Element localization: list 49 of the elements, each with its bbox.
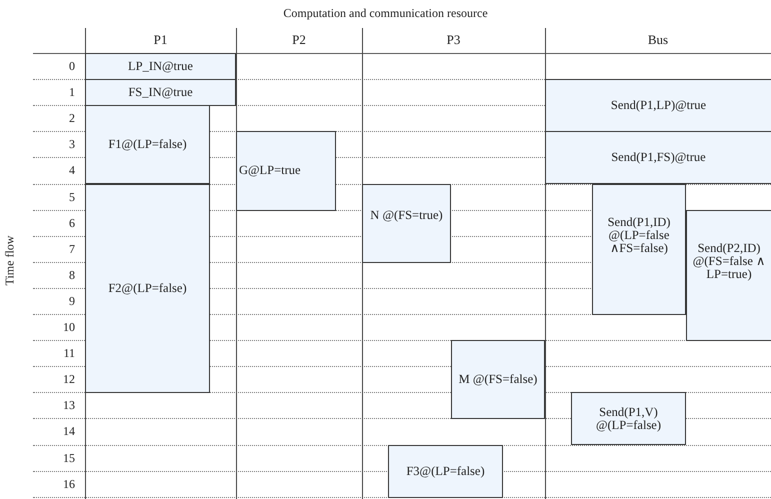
row-number: 2 (68, 110, 75, 128)
task-box (85, 79, 236, 106)
row-number: 7 (68, 240, 75, 258)
task-label: Send(P1,LP)@true (610, 99, 706, 112)
task-box (545, 131, 771, 184)
row-number: 5 (68, 188, 75, 206)
row-number: 15 (62, 450, 75, 466)
task-box (592, 184, 686, 315)
row-number: 10 (62, 319, 75, 336)
task-label: Send(P2,ID) @(FS=false ∧ LP=true) (692, 242, 766, 281)
task-label: Send(P1,V) @(LP=false) (594, 406, 662, 432)
column-header: Bus (646, 32, 670, 48)
task-box (545, 79, 771, 132)
task-label: LP_IN@true (128, 60, 193, 74)
row-number: 4 (68, 162, 75, 180)
column-header: P2 (291, 32, 307, 48)
task-box (362, 184, 451, 263)
row-number: 16 (62, 476, 75, 493)
task-box (686, 210, 771, 342)
task-box (451, 340, 545, 420)
task-label: F3@(LP=false) (406, 464, 485, 478)
task-label: M @(FS=false) (458, 373, 538, 386)
task-label: Send(P1,ID) @(LP=false ∧FS=false) (606, 216, 672, 255)
task-label: F2@(LP=false) (108, 282, 187, 295)
task-box (571, 392, 686, 446)
row-number: 12 (62, 371, 75, 388)
row-number: 11 (62, 345, 75, 362)
row-number: 14 (62, 423, 75, 440)
task-label: Send(P1,FS)@true (611, 151, 706, 164)
row-number: 0 (68, 58, 75, 75)
task-box (85, 53, 236, 80)
row-number: 6 (68, 214, 75, 232)
column-header: P1 (152, 32, 168, 48)
row-number: 8 (68, 266, 75, 284)
row-number: 13 (62, 397, 75, 414)
axis-title: Time flow (2, 234, 18, 288)
task-label: F1@(LP=false) (108, 138, 187, 152)
chart-title: Computation and communication resource (282, 6, 489, 21)
task-label: N @(FS=true) (370, 208, 443, 222)
row-number: 1 (68, 84, 75, 102)
task-box (85, 184, 210, 394)
column-header: P3 (446, 32, 462, 48)
row-number: 9 (68, 292, 75, 310)
task-label: G@LP=true (239, 164, 301, 178)
task-box (236, 131, 336, 211)
task-box (85, 105, 210, 184)
task-label: FS_IN@true (128, 86, 193, 100)
row-number: 3 (68, 136, 75, 154)
task-box (388, 444, 503, 498)
